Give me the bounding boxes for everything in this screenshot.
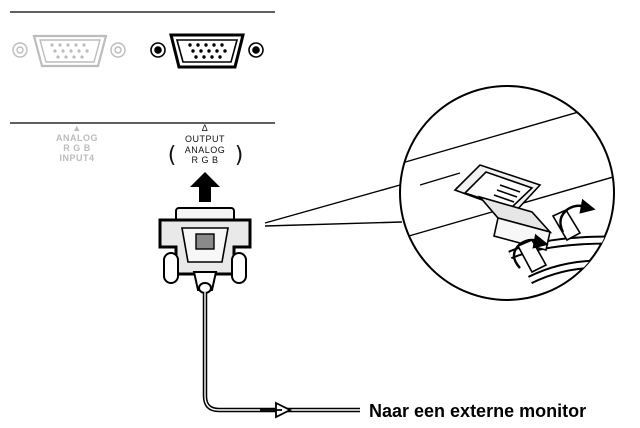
zoomed-connector bbox=[453, 164, 582, 274]
vga-cable-plug bbox=[158, 207, 252, 294]
input-port-label: ▲ ANALOG R G B INPUT4 bbox=[56, 123, 98, 163]
callout-line-lower bbox=[264, 221, 403, 227]
insert-arrow-icon bbox=[190, 172, 220, 202]
input-label-line2: R G B bbox=[63, 143, 91, 153]
plug-screw-right bbox=[231, 252, 247, 284]
plug-screw-left bbox=[163, 252, 179, 284]
callout-line-upper bbox=[264, 184, 401, 224]
cable-line bbox=[202, 292, 360, 413]
output-label-paren-right: ) bbox=[235, 143, 244, 168]
output-label-line1: OUTPUT bbox=[185, 134, 225, 144]
input-label-line3: INPUT4 bbox=[59, 153, 94, 163]
vga-input-port bbox=[12, 34, 126, 68]
direction-arrow-icon bbox=[260, 401, 293, 419]
caption-text: Naar een externe monitor bbox=[369, 401, 586, 421]
input-label-arrow: ▲ bbox=[72, 123, 81, 133]
output-label-line3: R G B bbox=[191, 155, 218, 165]
output-label-line2: ANALOG bbox=[185, 145, 226, 155]
output-port-label: Δ OUTPUT ( ANALOG R G B ) bbox=[168, 123, 244, 168]
output-label-arrow: Δ bbox=[202, 123, 209, 133]
output-label-paren-left: ( bbox=[168, 143, 177, 168]
tighten-arrow-icons bbox=[512, 198, 596, 269]
zoom-detail bbox=[399, 85, 615, 301]
vga-output-port bbox=[150, 33, 264, 69]
input-label-line1: ANALOG bbox=[56, 133, 98, 143]
